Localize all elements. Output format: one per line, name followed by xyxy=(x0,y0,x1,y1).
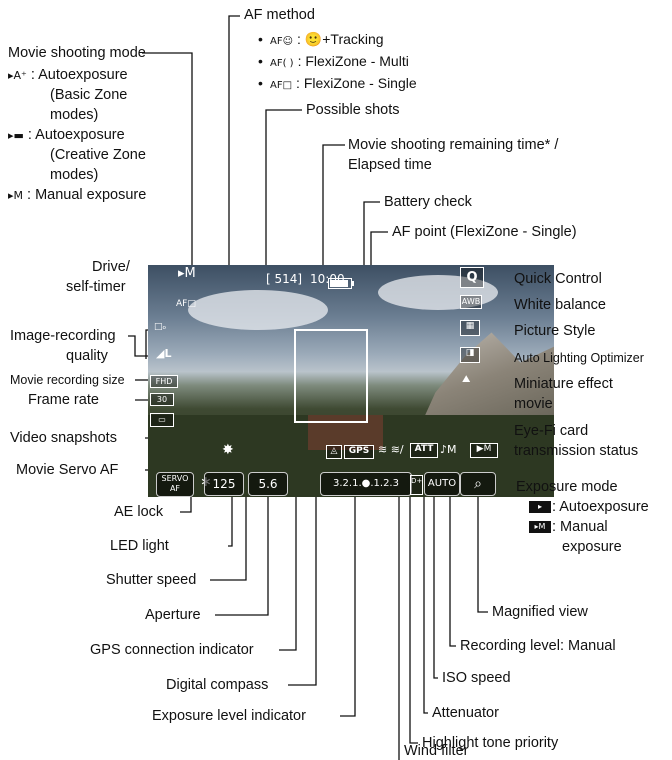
label-battery: Battery check xyxy=(384,194,472,210)
label-drive-1: Drive/ xyxy=(92,259,130,275)
creative-auto-movie-icon: ▸▬ xyxy=(8,129,24,142)
video-snapshot-icon: ▭ xyxy=(150,413,174,427)
exposure-level-indicator: 3.2.1.●.1.2.3 xyxy=(320,472,412,496)
battery-icon xyxy=(328,278,354,289)
mode-basic-line-3: modes) xyxy=(50,107,99,123)
mode-creative-row: ▸▬: Autoexposure xyxy=(8,126,125,145)
mode-basic-row: ▸A⁺: Autoexposure xyxy=(8,66,128,85)
basic-auto-movie-icon: ▸A⁺ xyxy=(8,69,27,82)
label-eyefi-2: transmission status xyxy=(514,443,639,459)
af-bullet-single: •AF□: FlexiZone - Single xyxy=(258,75,417,91)
label-wind-filter: Wind filter xyxy=(404,743,469,759)
af-method-code: AF□ xyxy=(176,299,196,309)
label-movie-servo-af: Movie Servo AF xyxy=(16,462,119,478)
image-quality-icon: ◢L xyxy=(156,347,172,360)
label-exposure-mode: Exposure mode xyxy=(516,479,618,495)
label-miniature-2: movie xyxy=(514,396,553,412)
movie-size-icon: FHD xyxy=(150,375,178,388)
label-exp-manual-2: exposure xyxy=(562,539,622,555)
movie-servo-af-button[interactable]: SERVO AF xyxy=(156,472,194,497)
label-movie-mode: Movie shooting mode xyxy=(8,45,146,61)
label-white-balance: White balance xyxy=(514,297,606,313)
eyefi-icon: ≋ ≋/ xyxy=(378,443,404,456)
label-recording-level: Recording level: Manual xyxy=(460,638,616,654)
cloud-shape xyxy=(378,275,498,310)
camera-live-view-screen: ▸M AF□ [ 514] 10:00 Q AWB ▦ ◨ ⛰ □ₒ ◢L FH… xyxy=(148,265,554,497)
frame-rate-icon: 30 xyxy=(150,393,174,406)
recording-level-icon: ♪M xyxy=(440,443,457,456)
label-image-quality-1: Image-recording xyxy=(10,328,116,344)
gps-indicator: GPS xyxy=(344,445,374,459)
aperture-value[interactable]: 5.6 xyxy=(248,472,288,496)
exp-auto-text: : Autoexposure xyxy=(552,499,649,515)
label-shutter-speed: Shutter speed xyxy=(106,572,197,588)
shutter-speed-value[interactable]: 125 xyxy=(204,472,244,496)
alo-icon: ◨ xyxy=(460,347,480,363)
cloud-shape xyxy=(188,290,328,330)
mode-basic-line-2: (Basic Zone xyxy=(50,87,128,103)
label-magnified-view: Magnified view xyxy=(492,604,588,620)
label-remaining-time-1: Movie shooting remaining time* / xyxy=(348,137,559,153)
mode-creative-line-3: modes) xyxy=(50,167,99,183)
label-af-method: AF method xyxy=(244,7,315,23)
label-gps: GPS connection indicator xyxy=(90,642,254,658)
quick-control-button[interactable]: Q xyxy=(460,267,484,288)
exposure-mode-icon: ▶M xyxy=(470,443,498,458)
label-miniature-1: Miniature effect xyxy=(514,376,613,392)
label-ae-lock: AE lock xyxy=(114,504,164,520)
exp-auto-row: ▸: Autoexposure xyxy=(528,498,649,516)
servo-af-label: SERVO AF xyxy=(161,474,189,493)
label-movie-rec-size: Movie recording size xyxy=(10,373,125,387)
af-point-frame xyxy=(294,329,368,423)
attenuator-indicator: ATT xyxy=(410,443,438,458)
label-digital-compass: Digital compass xyxy=(166,677,269,693)
label-alo: Auto Lighting Optimizer xyxy=(514,351,644,365)
exp-manual-text: : Manual xyxy=(552,519,608,535)
iso-speed-value[interactable]: AUTO xyxy=(424,472,460,496)
label-highlight-tone: Highlight tone priority xyxy=(422,735,559,751)
label-image-quality-2: quality xyxy=(66,348,108,364)
label-aperture: Aperture xyxy=(145,607,201,623)
af-bullet-multi: •AF( ): FlexiZone - Multi xyxy=(258,53,409,69)
label-possible-shots: Possible shots xyxy=(306,102,400,118)
label-eyefi-1: Eye-Fi card xyxy=(514,423,589,439)
label-exposure-level: Exposure level indicator xyxy=(152,708,306,724)
mode-creative-line-2: (Creative Zone xyxy=(50,147,146,163)
movie-mode-icon: ▸M xyxy=(178,266,196,281)
af-bullet-face: •AF☺︎: 🙂+Tracking xyxy=(258,31,384,47)
af-multi-text: : FlexiZone - Multi xyxy=(297,53,409,69)
white-balance-icon: AWB xyxy=(460,295,482,309)
miniature-icon: ⛰ xyxy=(462,374,471,385)
exp-manual-row: ▸M: Manual xyxy=(528,518,608,536)
label-quick-control: Quick Control xyxy=(514,271,602,287)
possible-shots-value: [ 514] xyxy=(266,272,303,286)
digital-compass-icon: ◬ xyxy=(326,445,342,459)
label-remaining-time-2: Elapsed time xyxy=(348,157,432,173)
drive-icon: □ₒ xyxy=(154,322,167,332)
picture-style-icon: ▦ xyxy=(460,320,480,336)
label-video-snapshots: Video snapshots xyxy=(10,430,117,446)
manual-movie-icon: ▸M xyxy=(528,520,552,535)
label-attenuator: Attenuator xyxy=(432,705,499,721)
label-led-light: LED light xyxy=(110,538,169,554)
label-iso-speed: ISO speed xyxy=(442,670,511,686)
mode-manual-text: : Manual exposure xyxy=(27,187,147,203)
label-af-point: AF point (FlexiZone - Single) xyxy=(392,224,577,240)
led-light-icon: ✸ xyxy=(222,442,234,458)
auto-movie-icon: ▸ xyxy=(528,500,552,515)
mode-basic-text-1: : Autoexposure xyxy=(30,67,128,83)
label-drive-2: self-timer xyxy=(66,279,126,295)
building-shape xyxy=(308,415,383,450)
mode-creative-text-1: : Autoexposure xyxy=(27,127,125,143)
label-picture-style: Picture Style xyxy=(514,323,596,339)
highlight-tone-icon: D+ xyxy=(410,475,423,495)
mode-manual-row: ▸M: Manual exposure xyxy=(8,186,146,205)
magnify-button[interactable]: ⌕ xyxy=(460,472,496,496)
label-frame-rate: Frame rate xyxy=(28,392,99,408)
af-single-text: : FlexiZone - Single xyxy=(296,75,417,91)
af-face-text: 🙂+Tracking xyxy=(304,31,384,47)
manual-movie-mode-icon: ▸M xyxy=(8,189,24,202)
